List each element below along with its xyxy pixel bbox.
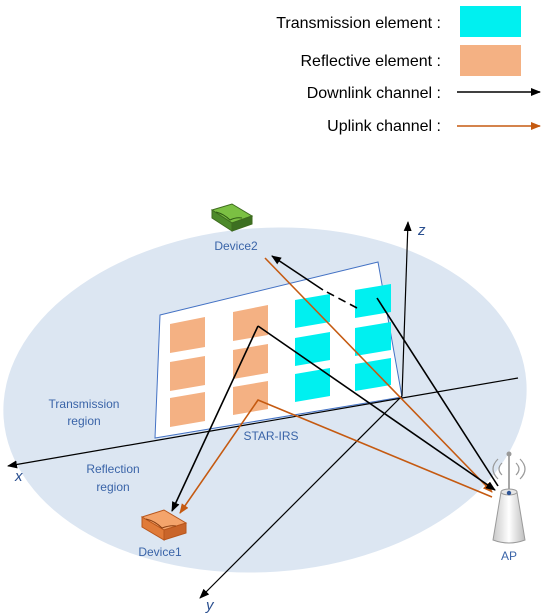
downlink-irs-to-device1 <box>171 325 259 512</box>
legend-uplink-label: Uplink channel : <box>327 118 441 135</box>
x-axis <box>7 377 519 469</box>
transmission-region-label-line1: Transmission <box>49 397 120 411</box>
downlink-channels <box>171 255 499 512</box>
downlink-ap-irs <box>257 325 496 491</box>
uplink-device2-to-ap <box>264 257 493 493</box>
axes: x y z <box>7 221 519 614</box>
downlink-ap-to-irs-transmit <box>376 297 499 487</box>
reflective-element <box>233 305 268 341</box>
legend-reflective-label: Reflective element : <box>300 53 441 70</box>
transmission-element <box>355 284 391 318</box>
transmission-element <box>295 294 330 328</box>
z-axis-label: z <box>417 222 426 239</box>
reflective-element <box>170 317 205 353</box>
transmission-element <box>295 368 330 402</box>
device1-label: Device1 <box>138 545 182 559</box>
uplink-path-device1 <box>179 399 493 514</box>
legend: Transmission element : Reflective elemen… <box>276 6 541 135</box>
star-irs-panel <box>154 261 403 439</box>
uplink-channels <box>179 257 493 514</box>
reflective-element <box>233 344 268 379</box>
downlink-dashed-segment <box>322 289 358 309</box>
reflection-region-label-line1: Reflection <box>86 462 139 476</box>
device2-label: Device2 <box>214 239 258 253</box>
ap-icon <box>492 451 526 544</box>
reflective-element <box>233 381 268 415</box>
z-axis <box>401 221 412 397</box>
transmission-element <box>295 332 330 366</box>
transmission-element <box>355 358 391 391</box>
reflective-element <box>170 392 205 427</box>
star-irs-label: STAR-IRS <box>243 429 298 443</box>
y-axis-label: y <box>205 597 215 614</box>
reflective-element <box>170 356 205 391</box>
transmission-region-label-line2: region <box>67 414 100 428</box>
x-axis-label: x <box>14 468 23 485</box>
legend-reflective-swatch <box>460 45 521 76</box>
legend-downlink-label: Downlink channel : <box>307 85 441 102</box>
reflective-elements <box>170 305 268 427</box>
transmission-element <box>355 322 391 356</box>
downlink-to-device2 <box>271 255 324 291</box>
y-axis <box>199 395 403 599</box>
transmission-elements <box>295 284 391 402</box>
device2-icon <box>210 203 254 232</box>
reflection-region-label-line2: region <box>96 480 129 494</box>
device1-icon <box>140 509 188 541</box>
legend-transmission-label: Transmission element : <box>276 15 441 32</box>
ap-label: AP <box>501 549 517 563</box>
legend-transmission-swatch <box>460 6 521 37</box>
